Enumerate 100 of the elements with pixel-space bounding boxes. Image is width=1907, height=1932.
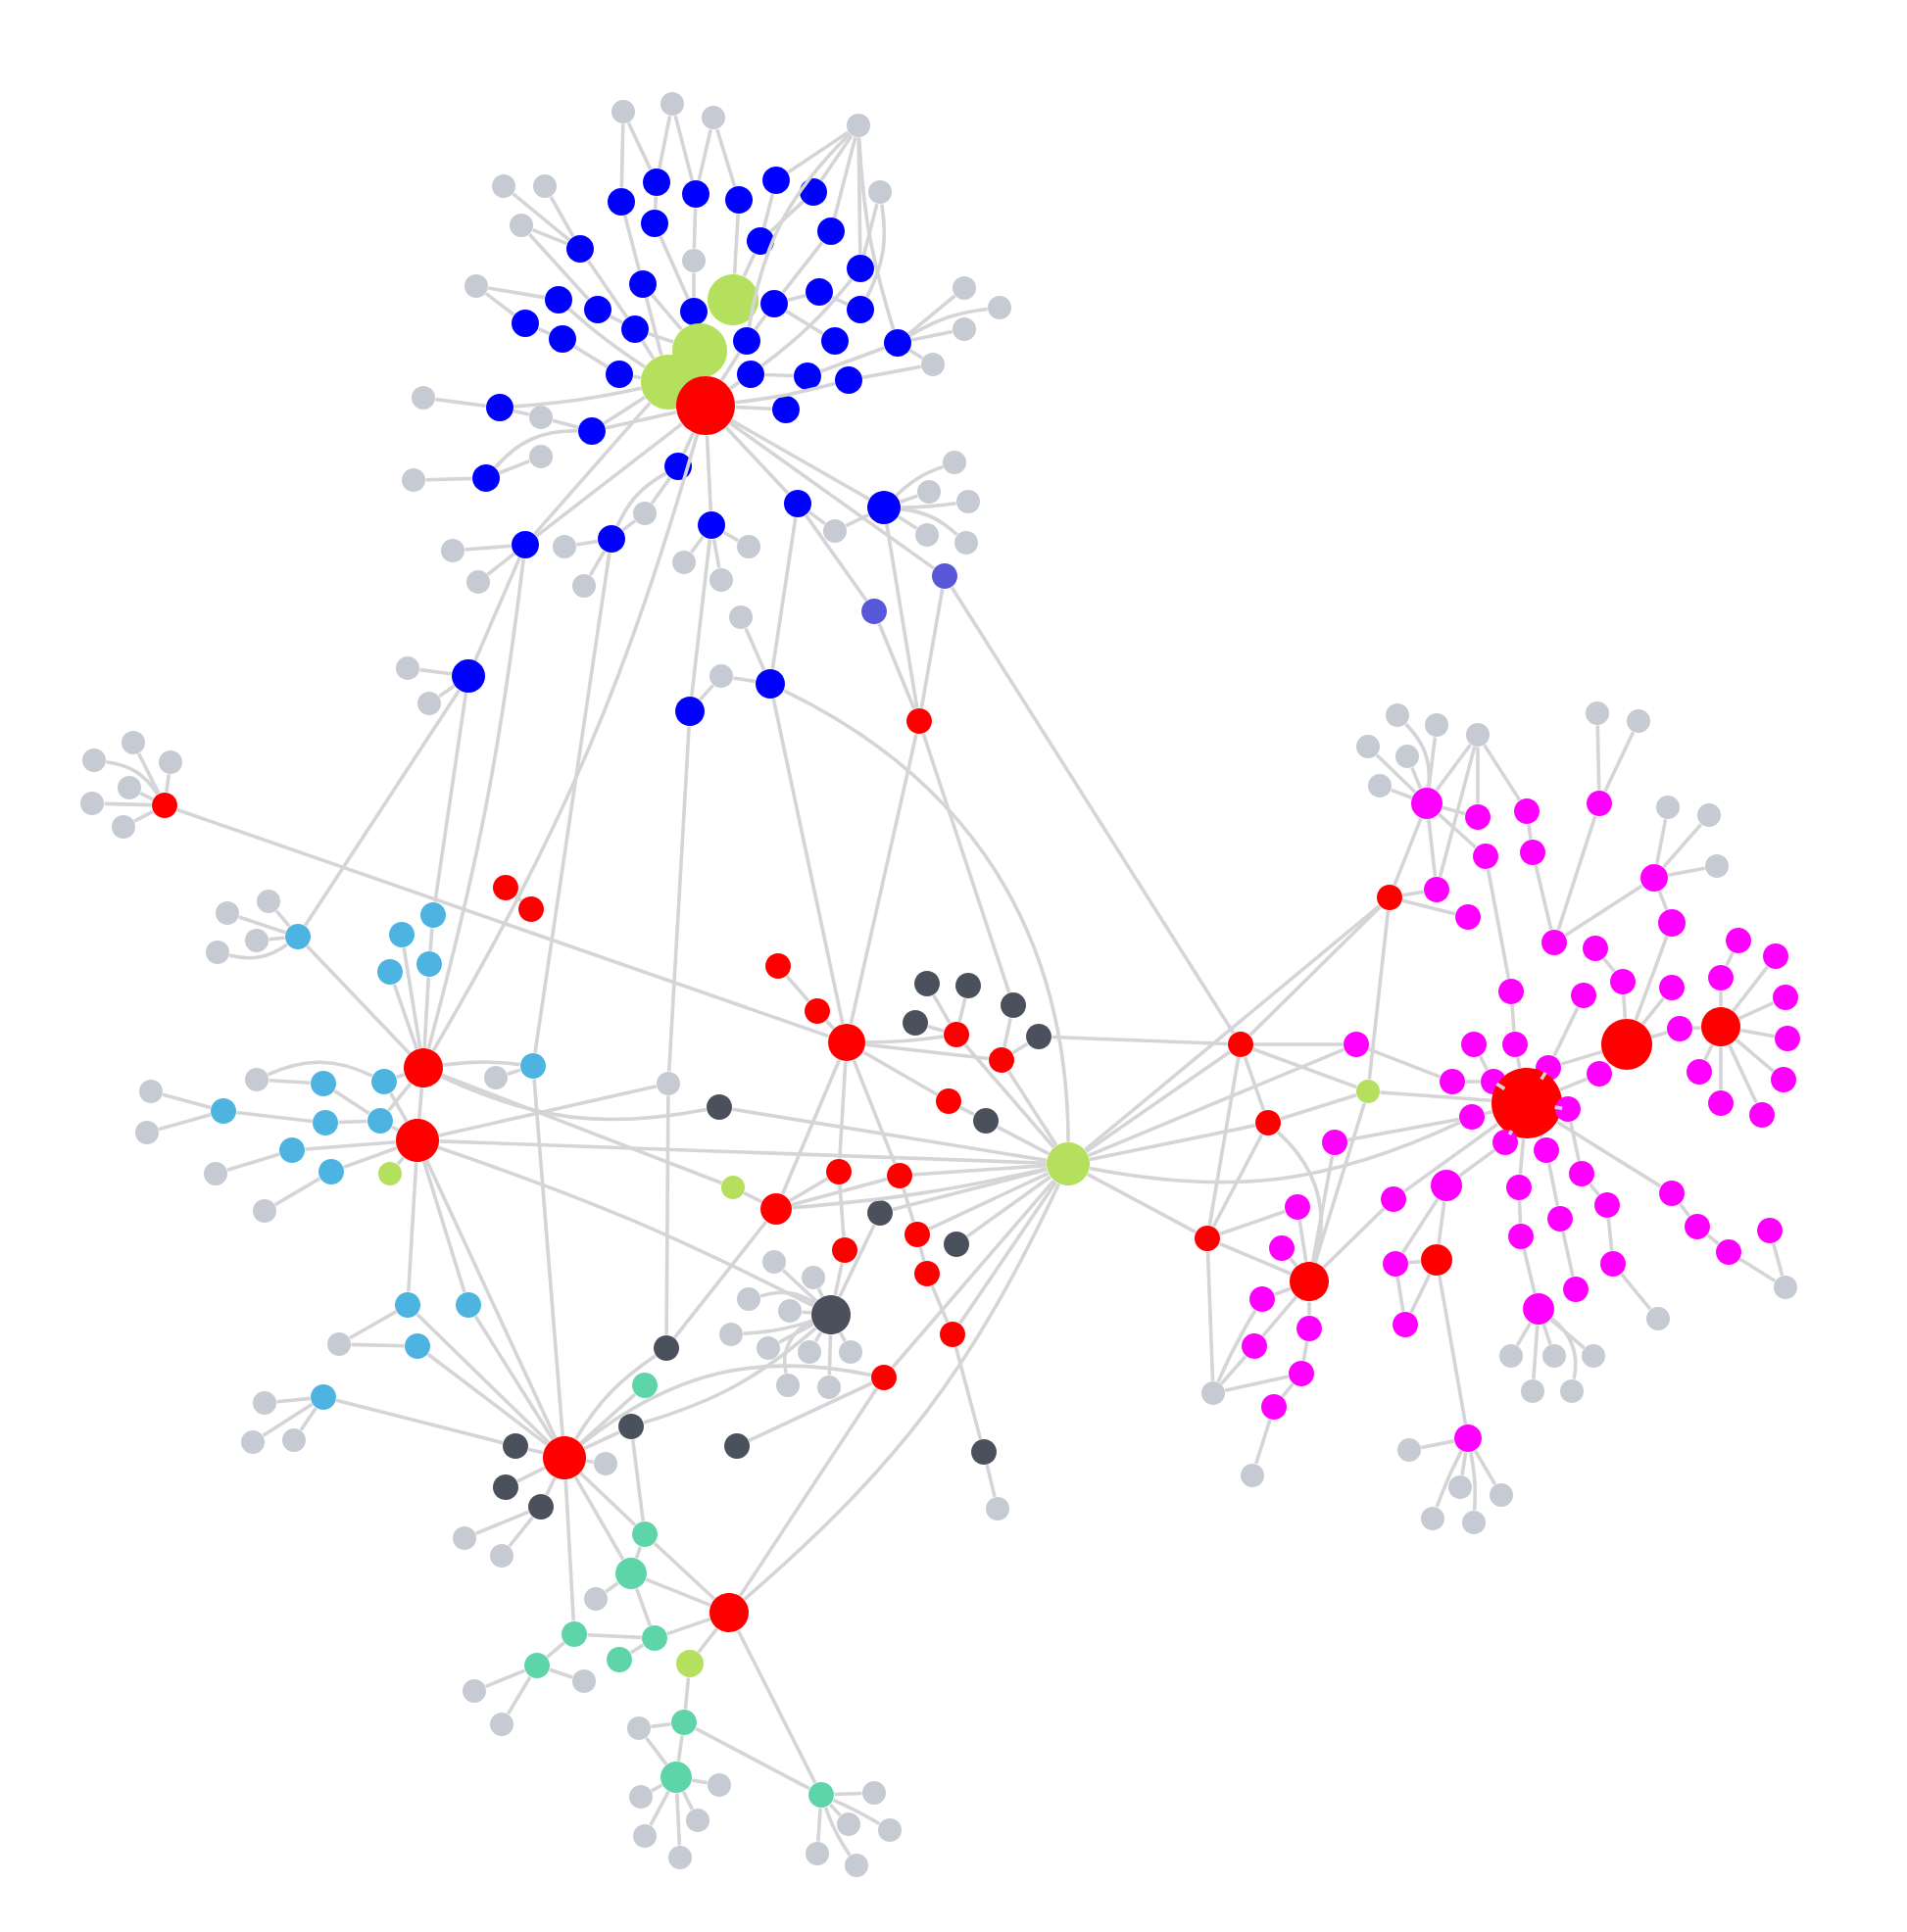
link-line <box>715 128 737 187</box>
link-line <box>1737 1000 1775 1021</box>
link-line <box>1280 1093 1357 1121</box>
link-line <box>838 1224 876 1298</box>
network-node <box>737 535 760 558</box>
network-node <box>1368 774 1392 797</box>
network-node <box>1600 1251 1626 1277</box>
link-line <box>735 381 836 405</box>
link-line <box>162 1092 212 1110</box>
network-node <box>206 941 229 964</box>
link-line <box>1006 1070 1058 1147</box>
network-node <box>311 1071 336 1096</box>
link-line <box>586 1459 594 1465</box>
network-node <box>1285 1194 1310 1220</box>
link-line <box>1469 1451 1477 1511</box>
network-node <box>1465 804 1491 830</box>
link-line <box>833 1262 844 1296</box>
network-node <box>709 664 733 688</box>
link-line <box>932 993 952 1025</box>
network-node <box>204 1162 227 1185</box>
link-line <box>785 310 824 335</box>
link-line <box>605 1581 619 1594</box>
link-line <box>1483 744 1522 801</box>
link-line <box>634 1546 643 1559</box>
link-line <box>1589 1183 1600 1196</box>
link-line <box>1380 1090 1491 1103</box>
link-line <box>1703 1043 1714 1061</box>
network-node <box>1195 1226 1220 1251</box>
link-line <box>1532 1325 1540 1379</box>
network-node <box>737 361 764 388</box>
link-line <box>426 558 525 1049</box>
link-line <box>262 1402 314 1437</box>
link-line <box>426 1352 549 1446</box>
link-line <box>1692 1026 1701 1031</box>
link-line <box>1088 1047 1345 1158</box>
link-line <box>675 1793 682 1846</box>
link-line <box>1301 1341 1309 1361</box>
network-node <box>756 669 785 699</box>
link-line <box>761 193 775 228</box>
link-line <box>605 410 677 430</box>
network-node <box>932 563 957 589</box>
link-line <box>1539 1135 1543 1139</box>
network-node <box>1586 701 1609 725</box>
network-node <box>1242 1333 1267 1359</box>
network-node <box>611 100 635 123</box>
network-node <box>493 1474 518 1500</box>
link-line <box>781 241 824 294</box>
network-node <box>416 951 442 977</box>
link-line <box>629 1643 645 1655</box>
link-line <box>1603 731 1636 793</box>
network-node <box>633 502 657 525</box>
network-node <box>737 1287 760 1311</box>
link-line <box>1650 1031 1668 1039</box>
network-node <box>1508 1224 1534 1249</box>
link-line <box>802 1310 811 1315</box>
link-line <box>781 1269 818 1303</box>
network-node <box>1424 877 1449 902</box>
link-line <box>583 1430 620 1451</box>
link-line <box>1540 1071 1547 1081</box>
network-node <box>1547 1206 1573 1232</box>
network-node <box>1421 1244 1452 1276</box>
network-node <box>402 468 425 492</box>
network-node <box>492 174 515 198</box>
network-node <box>794 362 821 390</box>
link-line <box>683 1677 691 1710</box>
network-node <box>1393 1312 1418 1337</box>
link-line <box>465 544 512 552</box>
link-line <box>274 909 291 928</box>
network-node <box>672 323 727 378</box>
link-line <box>744 627 766 671</box>
link-line <box>1534 864 1553 931</box>
link-line <box>959 1105 975 1117</box>
network-node <box>643 169 670 196</box>
network-node <box>905 1222 930 1247</box>
link-line <box>792 1167 1048 1210</box>
link-line <box>407 1162 418 1292</box>
link-line <box>957 997 967 1023</box>
network-node <box>668 1846 692 1869</box>
link-line <box>1667 866 1706 878</box>
network-node <box>627 1716 651 1740</box>
network-node <box>1241 1464 1264 1487</box>
network-node <box>772 396 800 423</box>
link-line <box>785 975 810 1002</box>
network-node <box>1627 709 1650 733</box>
link-line <box>1395 1277 1405 1312</box>
network-node <box>805 998 830 1024</box>
link-line <box>1706 1233 1720 1245</box>
link-line <box>1595 725 1601 791</box>
link-line <box>516 1466 546 1483</box>
link-line <box>1735 1038 1775 1073</box>
link-line <box>690 535 705 554</box>
link-line <box>545 1476 557 1496</box>
network-node <box>405 1333 430 1359</box>
network-node <box>642 1625 667 1651</box>
link-line <box>865 1042 989 1061</box>
network-node <box>1773 985 1798 1010</box>
network-node <box>1448 1475 1472 1499</box>
link-line <box>1375 753 1417 794</box>
link-line <box>649 1790 670 1826</box>
link-line <box>1011 1041 1029 1055</box>
